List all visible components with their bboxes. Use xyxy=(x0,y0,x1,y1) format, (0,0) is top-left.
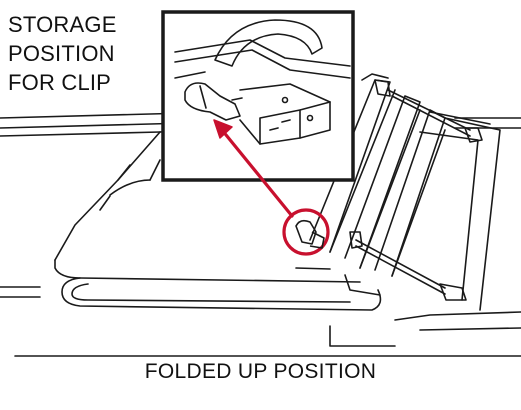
highlight-circle xyxy=(282,208,330,256)
figure-caption: FOLDED UP POSITION xyxy=(144,360,377,383)
highlight-arrow-shaft xyxy=(220,128,294,218)
bungee-strap-lower xyxy=(349,231,467,301)
detail-inset xyxy=(161,10,355,182)
bed-floor xyxy=(0,286,521,357)
callout-line-1: STORAGE xyxy=(8,12,117,37)
inset-clip xyxy=(184,82,241,121)
callout-line-3: FOR CLIP xyxy=(8,70,112,95)
clip-location-highlight xyxy=(213,119,330,256)
storage-position-callout: STORAGE POSITION FOR CLIP xyxy=(8,10,158,97)
highlight-arrowhead xyxy=(213,119,233,139)
callout-line-2: POSITION xyxy=(8,41,115,66)
inset-strap-loop xyxy=(214,19,323,67)
bungee-strap-upper xyxy=(374,79,483,143)
clip-on-rail xyxy=(295,219,325,249)
inset-latch-housing xyxy=(174,39,351,67)
